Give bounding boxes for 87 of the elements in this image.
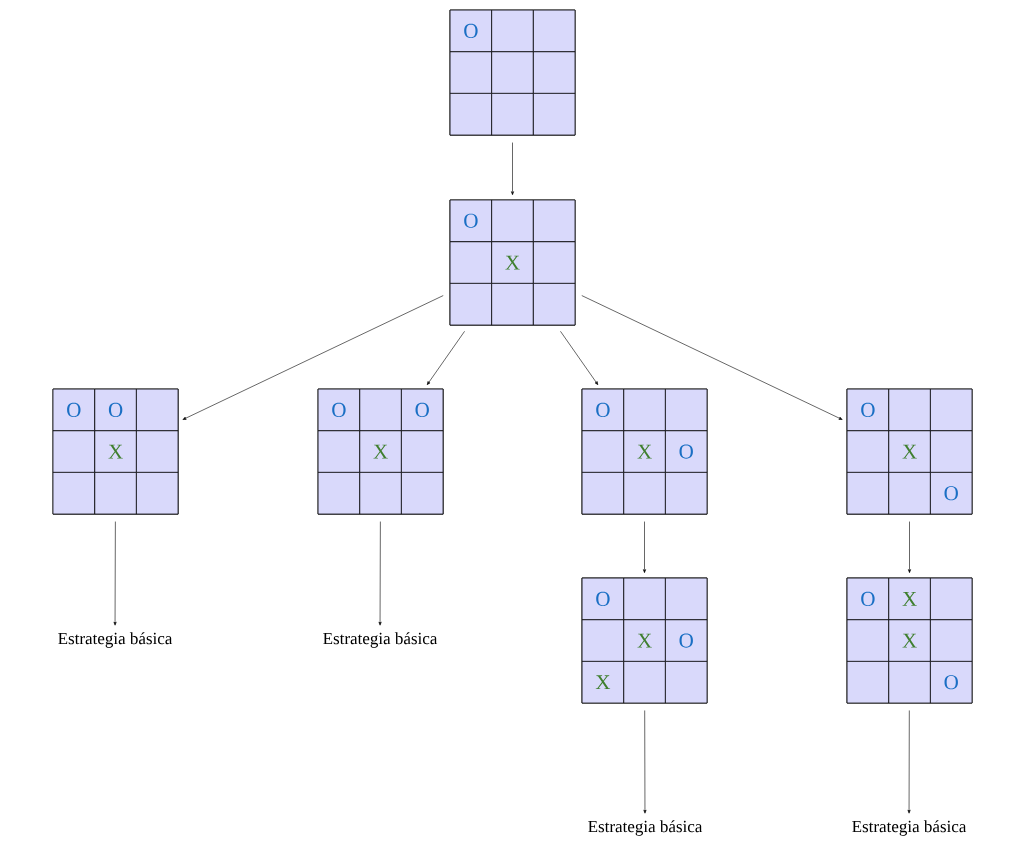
- grid-cell: [532, 241, 576, 284]
- grid-cell: X: [888, 577, 931, 621]
- grid-cell: [449, 241, 493, 284]
- grid-cell: O: [929, 471, 973, 515]
- grid-cell: [929, 430, 973, 473]
- grid-cell: [846, 619, 890, 662]
- outcome-label: Estrategia básica: [852, 820, 967, 836]
- grid-cell: O: [581, 388, 625, 432]
- grid-cell: [52, 430, 96, 473]
- grid-cell: X: [888, 619, 931, 662]
- grid-cell: [449, 282, 493, 326]
- grid-cell: O: [846, 577, 890, 621]
- grid-cell: [929, 619, 973, 662]
- grid-cell: [581, 619, 625, 662]
- arrow: [426, 331, 465, 385]
- grid-cell: X: [623, 430, 666, 473]
- grid-cell: [664, 577, 708, 621]
- grid-cell: [491, 199, 534, 243]
- grid-cell: [664, 660, 708, 704]
- grid-cell: [581, 430, 625, 473]
- grid-cell: [664, 471, 708, 515]
- grid-cell: [888, 471, 931, 515]
- grid-cell: [52, 471, 96, 515]
- grid-cell: [135, 388, 179, 432]
- grid-cell: [491, 92, 534, 136]
- arrow: [907, 710, 911, 814]
- arrow: [643, 710, 647, 814]
- grid-cell: [623, 660, 666, 704]
- grid-cell: [135, 430, 179, 473]
- grid-cell: [888, 660, 931, 704]
- grid-cell: X: [623, 619, 666, 662]
- grid-cell: [532, 9, 576, 53]
- grid-cell: O: [664, 619, 708, 662]
- grid-cell: O: [449, 199, 493, 243]
- grid-cell: X: [888, 430, 931, 473]
- grid-cell: O: [846, 388, 890, 432]
- grid-cell: X: [581, 660, 625, 704]
- grid-cell: [929, 388, 973, 432]
- grid-cell: [94, 471, 137, 515]
- grid-cell: [846, 660, 890, 704]
- grid-cell: [449, 51, 493, 94]
- grid-cell: [532, 282, 576, 326]
- grid-cell: [846, 471, 890, 515]
- arrow: [908, 521, 911, 573]
- grid-cell: [581, 471, 625, 515]
- grid-cell: O: [449, 9, 493, 53]
- grid-cell: [532, 92, 576, 136]
- grid-cell: O: [94, 388, 137, 432]
- grid-cell: [359, 388, 402, 432]
- grid-cell: O: [929, 660, 973, 704]
- grid-cell: X: [491, 241, 534, 284]
- grid-cell: [664, 388, 708, 432]
- grid-cell: [929, 577, 973, 621]
- grid-cell: [532, 199, 576, 243]
- grid-cell: [532, 51, 576, 94]
- grid-cell: [888, 388, 931, 432]
- grid-cell: [623, 577, 666, 621]
- grid-cell: [135, 471, 179, 515]
- grid-cell: [623, 388, 666, 432]
- arrow: [113, 521, 117, 626]
- grid-cell: O: [581, 577, 625, 621]
- grid-cell: O: [664, 430, 708, 473]
- grid-cell: [491, 9, 534, 53]
- grid-cell: [317, 430, 361, 473]
- outcome-label: Estrategia básica: [588, 820, 703, 836]
- grid-cell: O: [52, 388, 96, 432]
- grid-cell: X: [94, 430, 137, 473]
- arrow: [182, 295, 444, 420]
- arrow: [643, 521, 646, 573]
- grid-cell: [400, 430, 444, 473]
- grid-cell: [623, 471, 666, 515]
- grid-cell: [400, 471, 444, 515]
- arrow: [378, 521, 382, 626]
- outcome-label: Estrategia básica: [58, 632, 173, 648]
- grid-cell: [359, 471, 402, 515]
- grid-cell: [491, 282, 534, 326]
- grid-cell: [491, 51, 534, 94]
- grid-cell: [846, 430, 890, 473]
- grid-cell: O: [317, 388, 361, 432]
- arrow: [560, 331, 599, 385]
- grid-cell: [449, 92, 493, 136]
- grid-cell: X: [359, 430, 402, 473]
- arrow: [581, 295, 843, 420]
- grid-cell: [317, 471, 361, 515]
- arrow: [511, 142, 514, 196]
- outcome-label: Estrategia básica: [323, 632, 438, 648]
- grid-cell: O: [400, 388, 444, 432]
